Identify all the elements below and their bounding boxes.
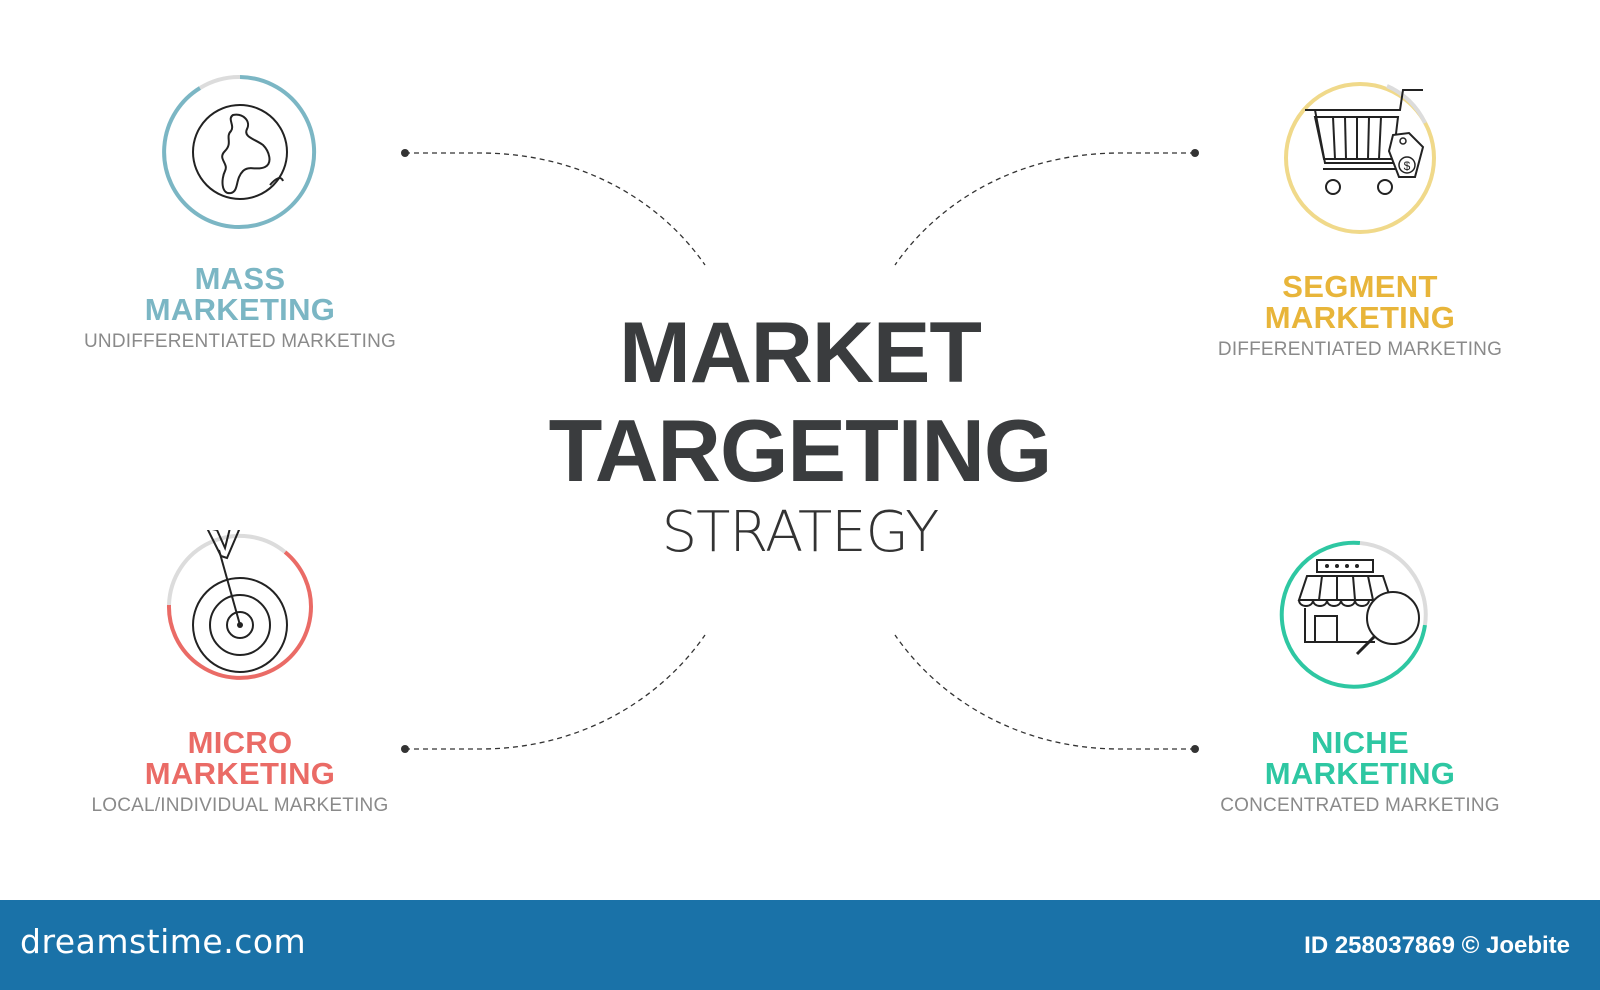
connector-top-left xyxy=(405,152,706,266)
connector-dot-bottom-left xyxy=(401,745,409,753)
watermark-footer-bar: dreamstime.com ID 258037869 © Joebite xyxy=(0,900,1600,990)
micro-subtitle: LOCAL/INDIVIDUAL MARKETING xyxy=(91,795,389,816)
micro-marketing-label: MICRO MARKETING LOCAL/INDIVIDUAL MARKETI… xyxy=(50,727,430,817)
mass-marketing-label: MASS MARKETING UNDIFFERENTIATED MARKETIN… xyxy=(50,263,430,353)
connector-bottom-left xyxy=(405,634,706,750)
target-dart-icon xyxy=(155,522,325,700)
connector-dot-top-right xyxy=(1191,149,1199,157)
micro-title-line1: MICRO xyxy=(187,725,293,760)
connector-top-right xyxy=(894,152,1195,266)
svg-text:$: $ xyxy=(1404,159,1411,173)
segment-marketing-label: SEGMENT MARKETING DIFFERENTIATED MARKETI… xyxy=(1170,271,1550,361)
mass-title-line1: MASS xyxy=(194,261,286,296)
niche-title-line2: MARKETING xyxy=(1264,756,1456,791)
connector-bottom-right xyxy=(894,634,1195,750)
niche-marketing-label: NICHE MARKETING CONCENTRATED MARKETING xyxy=(1170,727,1550,817)
mass-title-line2: MARKETING xyxy=(144,292,336,327)
brand-watermark: dreamstime.com xyxy=(20,922,307,961)
center-title-line3: STRATEGY xyxy=(661,500,940,565)
shopping-cart-icon: $ xyxy=(1275,73,1445,243)
connector-dot-bottom-right xyxy=(1191,745,1199,753)
mass-subtitle: UNDIFFERENTIATED MARKETING xyxy=(83,331,397,352)
image-credit: ID 258037869 © Joebite xyxy=(1304,932,1570,959)
center-title-line2: TARGETING xyxy=(548,401,1053,500)
globe-icon xyxy=(155,67,325,237)
center-title: MARKET TARGETING STRATEGY xyxy=(440,305,1160,565)
niche-title-line1: NICHE xyxy=(1311,725,1409,760)
segment-subtitle: DIFFERENTIATED MARKETING xyxy=(1217,339,1503,360)
diagram-canvas: MASS MARKETING UNDIFFERENTIATED MARKETIN… xyxy=(50,67,1550,817)
micro-title-line2: MARKETING xyxy=(144,756,336,791)
segment-title-line1: SEGMENT xyxy=(1282,269,1438,304)
connector-lines xyxy=(401,149,1199,753)
connector-dot-top-left xyxy=(401,149,409,157)
niche-subtitle: CONCENTRATED MARKETING xyxy=(1220,795,1500,816)
segment-title-line2: MARKETING xyxy=(1264,300,1456,335)
center-title-line1: MARKET xyxy=(619,305,982,401)
store-search-icon xyxy=(1275,530,1445,700)
